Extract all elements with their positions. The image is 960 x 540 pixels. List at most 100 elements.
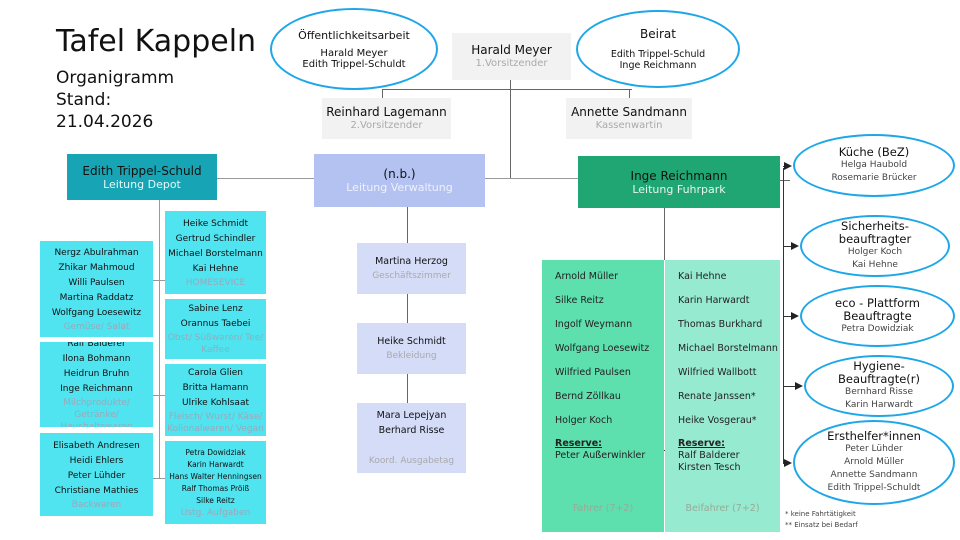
- beirat-ellipse: Beirat Edith Trippel-Schuld Inge Reichma…: [576, 10, 740, 88]
- stand-label: Stand:: [56, 90, 112, 110]
- member-name: Rosemarie Brücker: [831, 173, 917, 183]
- connector: [783, 316, 791, 317]
- column-footer: Beifahrer (7+2): [685, 503, 760, 514]
- unit-label: Geschäftszimmer: [372, 271, 451, 281]
- unit-label: Bekleidung: [386, 351, 437, 361]
- member-name: Bernhard Risse: [845, 387, 913, 397]
- member-name: Kai Hehne: [852, 260, 898, 270]
- connector: [510, 80, 511, 178]
- oeffentlichkeitsarbeit-ellipse: Öffentlichkeitsarbeit Harald Meyer Edith…: [270, 8, 438, 90]
- page-title: Tafel Kappeln: [56, 24, 257, 59]
- treasurer-box: Annette Sandmann Kassenwartin: [566, 98, 692, 139]
- connector: [783, 246, 791, 247]
- connector: [382, 89, 632, 90]
- footnote: ** Einsatz bei Bedarf: [785, 521, 858, 529]
- member-name: Karin Harwardt: [845, 400, 913, 410]
- member-name: Wilfried Paulsen: [555, 367, 631, 378]
- role-title: Sicherheits-beauftragter: [838, 219, 912, 246]
- member-name: Holger Koch: [555, 415, 613, 426]
- ellipse-title: Öffentlichkeitsarbeit: [298, 28, 410, 42]
- member-name: Berhard Risse: [378, 425, 445, 436]
- member-name: Mara Lepejyan: [376, 410, 447, 421]
- ellipse-title: Beirat: [640, 27, 676, 41]
- member-name: Heidi Ehlers: [69, 455, 124, 466]
- arrow-icon: [784, 161, 792, 170]
- member-name: Gertrud Schindler: [175, 233, 256, 244]
- member-name: Silke Reitz: [555, 295, 604, 306]
- member-name: Carola Glien: [188, 367, 243, 378]
- subtitle: Organigramm Stand: 21.04.2026: [56, 67, 174, 133]
- role-title: Küche (BeZ): [838, 145, 910, 159]
- member-name: Elisabeth Andresen: [53, 440, 140, 451]
- subtitle-text: Organigramm: [56, 68, 175, 88]
- member-name: Sabine Lenz: [188, 304, 243, 314]
- fuhrpark-head-box: Inge Reichmann Leitung Fuhrpark: [578, 156, 780, 208]
- member-name: Nergz Abulrahman: [54, 247, 139, 258]
- member-name: Harald Meyer: [320, 47, 388, 59]
- member-name: Bernd Zöllkau: [555, 391, 621, 402]
- team-label: Milchprodukte/ Getränke/ Haushaltswaren: [60, 397, 133, 428]
- team-label: Gemüse/ Salat: [63, 321, 130, 332]
- member-name: Holger Koch: [847, 247, 903, 257]
- member-name: Michael Borstelmann: [168, 248, 263, 259]
- fuhrpark-head-name: Inge Reichmann: [630, 168, 728, 183]
- reserve-label: Reserve:: [555, 438, 602, 449]
- depot-head-name: Edith Trippel-Schuld: [82, 163, 202, 178]
- reserve-name: Peter Außerwinkler: [555, 450, 646, 461]
- member-name: Heidrun Bruhn: [63, 368, 130, 379]
- verwaltung-head-role: Leitung Verwaltung: [346, 181, 453, 194]
- connector: [783, 462, 784, 464]
- member-name: Ulrike Kohlsaat: [182, 397, 249, 408]
- reserve-label: Reserve:: [678, 438, 725, 449]
- member-name: Michael Borstelmann: [678, 343, 778, 354]
- member-name: Annette Sandmann: [830, 470, 918, 480]
- verwaltung-head-name: (n.b.): [383, 167, 416, 181]
- team-label: Obst/ Süßwaren/ Tee/ Kaffee: [167, 333, 264, 355]
- connector: [629, 89, 630, 98]
- member-name: Peter Lühder: [845, 444, 903, 454]
- connector: [159, 200, 160, 478]
- member-name: Petra Dowidziak: [185, 447, 246, 457]
- member-name: Martina Herzog: [375, 256, 448, 267]
- member-name: Hans Walter Henningsen: [169, 471, 262, 481]
- member-name: Inge Reichmann: [60, 383, 133, 394]
- reserve-name: Kirsten Tesch: [678, 462, 741, 473]
- connector: [382, 89, 383, 98]
- member-name: Helga Haubold: [840, 160, 908, 170]
- member-name: Zhikar Mahmoud: [58, 262, 135, 273]
- member-name: Heike Vosgerau*: [678, 415, 757, 426]
- member-name: Edith Trippel-Schuldt: [302, 58, 406, 70]
- arrow-icon: [791, 312, 799, 320]
- member-name: Christiane Mathies: [54, 485, 139, 496]
- vice-name: Reinhard Lagemann: [326, 104, 447, 119]
- team-label: HOMESEVICE: [185, 277, 246, 288]
- member-name: Silke Reitz: [196, 495, 235, 505]
- member-name: Thomas Burkhard: [678, 319, 763, 330]
- chair-role: 1.Vorsitzender: [475, 57, 548, 69]
- chair-box: Harald Meyer 1.Vorsitzender: [452, 33, 571, 80]
- member-name: Ralf Balderer: [67, 342, 126, 349]
- member-name: Karin Harwardt: [187, 459, 244, 469]
- unit-label: Koord. Ausgabetag: [368, 456, 455, 466]
- member-name: Wilfried Wallbott: [678, 367, 757, 378]
- connector: [780, 180, 790, 181]
- member-name: Inge Reichmann: [619, 60, 697, 71]
- vice-role: 2.Vorsitzender: [350, 119, 423, 131]
- footnote: * keine Fahrtätigkeit: [785, 510, 856, 518]
- connector: [153, 478, 165, 479]
- member-name: Arnold Müller: [844, 457, 904, 467]
- arrow-icon: [791, 242, 799, 250]
- member-name: Petra Dowidziak: [841, 323, 914, 334]
